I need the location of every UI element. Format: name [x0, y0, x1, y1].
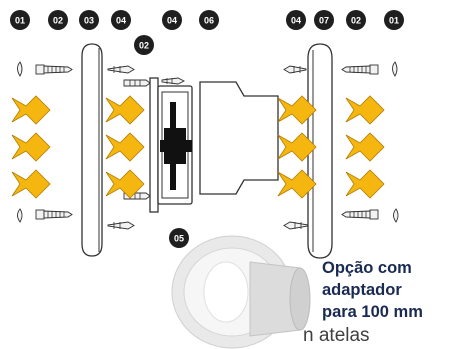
- screw-cap-bottom-right: [393, 208, 399, 223]
- badge-04-right: 04: [286, 10, 306, 30]
- svg-text:03: 03: [84, 16, 94, 26]
- screw-cap-bottom-left: [17, 208, 23, 223]
- badge-01-left: 01: [10, 10, 30, 30]
- adapter-100mm-illustration: [171, 235, 311, 349]
- svg-text:06: 06: [204, 16, 214, 26]
- svg-text:02: 02: [53, 16, 63, 26]
- badge-01-right: 01: [384, 10, 404, 30]
- arrow-icon: [105, 132, 145, 162]
- badge-07: 07: [314, 10, 334, 30]
- screw-cap-top-left: [17, 61, 23, 77]
- svg-text:01: 01: [389, 16, 399, 26]
- duct-adapter-06: [199, 81, 279, 195]
- arrow-icon: [11, 95, 51, 125]
- badge-04-left: 04: [111, 10, 131, 30]
- svg-text:02: 02: [139, 41, 149, 51]
- badge-02-right: 02: [346, 10, 366, 30]
- fan-motor-icon: [160, 102, 192, 190]
- cropped-caption: n atelas: [303, 325, 370, 346]
- front-grille-03: [81, 43, 103, 257]
- rear-grille-07: [307, 43, 333, 259]
- badge-02-left: 02: [48, 10, 68, 30]
- note-line-2: adaptador: [322, 281, 402, 299]
- arrow-icon: [345, 95, 385, 125]
- arrow-icon: [345, 169, 385, 199]
- wall-plug-icon: [107, 65, 135, 74]
- screw-icon: [341, 209, 379, 220]
- screw-icon: [35, 209, 73, 220]
- badge-04-mid: 04: [162, 10, 182, 30]
- arrow-icon: [105, 95, 145, 125]
- svg-text:01: 01: [15, 16, 25, 26]
- adapter-option-note: Opção com adaptador para 100 mm: [322, 257, 454, 323]
- badge-05: 05: [169, 228, 189, 248]
- svg-text:04: 04: [167, 16, 177, 26]
- arrow-icon: [11, 132, 51, 162]
- svg-text:04: 04: [116, 16, 126, 26]
- badge-03: 03: [79, 10, 99, 30]
- wall-plug-icon: [283, 221, 309, 230]
- svg-text:02: 02: [351, 16, 361, 26]
- note-line-1: Opção com: [322, 259, 412, 277]
- svg-text:07: 07: [319, 16, 329, 26]
- svg-text:04: 04: [291, 16, 301, 26]
- arrow-icon: [345, 132, 385, 162]
- screw-icon: [123, 79, 151, 87]
- badge-06: 06: [199, 10, 219, 30]
- wall-plug-icon: [107, 221, 135, 230]
- badge-02-mid: 02: [134, 35, 154, 55]
- svg-text:05: 05: [174, 234, 184, 244]
- wall-plug-icon: [161, 77, 186, 85]
- wall-plug-icon: [283, 65, 307, 74]
- note-line-3: para 100 mm: [322, 303, 423, 321]
- screw-cap-top-right: [392, 61, 398, 77]
- arrow-icon: [11, 169, 51, 199]
- screw-icon: [341, 64, 379, 75]
- screw-icon: [35, 64, 73, 75]
